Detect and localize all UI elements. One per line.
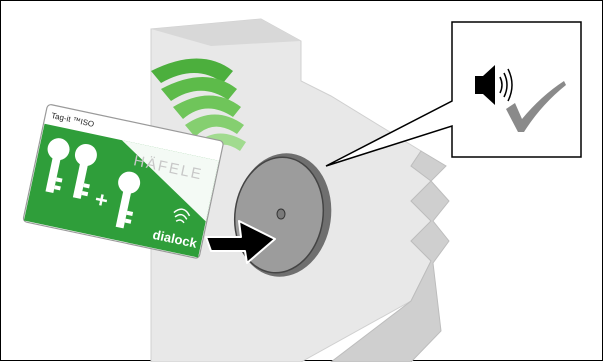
- signal-wave-2: [161, 77, 237, 101]
- signal-wave-1: [151, 58, 233, 83]
- card-plus-sign: +: [93, 186, 111, 213]
- wall-top-ledge: [151, 19, 301, 46]
- contactless-icon: [173, 208, 191, 224]
- signal-wave-3: [173, 95, 241, 119]
- card-white-wedge: [121, 140, 219, 222]
- signal-wave-4: [185, 114, 244, 137]
- key-icon: [72, 144, 97, 199]
- wall-right-side: [330, 150, 450, 362]
- speaker-icon: [475, 65, 513, 105]
- checkmark-icon: [506, 81, 566, 132]
- feedback-callout: [325, 21, 582, 167]
- tag-it-card: Tag-it ™ISO HÄFELE + dialock: [22, 104, 224, 259]
- key-icon: [45, 138, 70, 194]
- push-arrow-icon: [205, 220, 276, 264]
- reader-disc-center: [276, 208, 286, 220]
- key-icon: [115, 171, 141, 229]
